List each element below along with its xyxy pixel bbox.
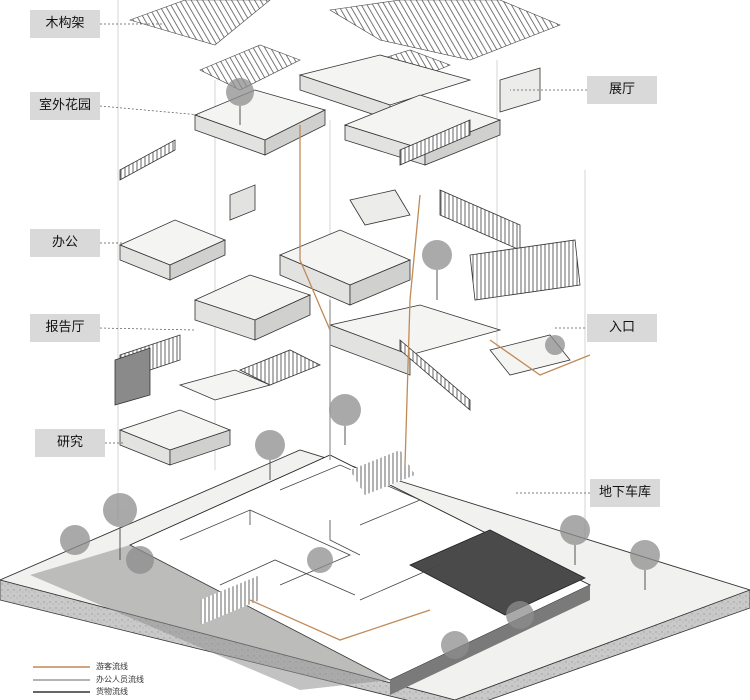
trees xyxy=(60,78,660,659)
label-lecture-hall: 报告厅 xyxy=(30,314,100,342)
label-office: 办公 xyxy=(30,229,100,257)
legend-staff-flow: 办公人员流线 xyxy=(96,675,144,684)
legend-goods-flow: 货物流线 xyxy=(96,687,128,696)
label-exhibition-hall: 展厅 xyxy=(587,76,657,104)
label-entrance: 入口 xyxy=(587,314,657,342)
legend-lines xyxy=(33,666,90,693)
label-timber-frame: 木构架 xyxy=(30,10,100,38)
office-layer xyxy=(118,184,581,306)
label-outdoor-garden: 室外花园 xyxy=(30,92,100,120)
exhibition-layer xyxy=(119,54,541,181)
research-layer xyxy=(118,349,321,466)
leader-lines xyxy=(99,23,590,494)
ground-base xyxy=(0,449,750,700)
label-underground-garage: 地下车库 xyxy=(590,479,660,507)
legend-visitor-flow: 游客流线 xyxy=(96,662,128,671)
label-research: 研究 xyxy=(35,429,105,457)
flow-lines xyxy=(249,125,591,641)
